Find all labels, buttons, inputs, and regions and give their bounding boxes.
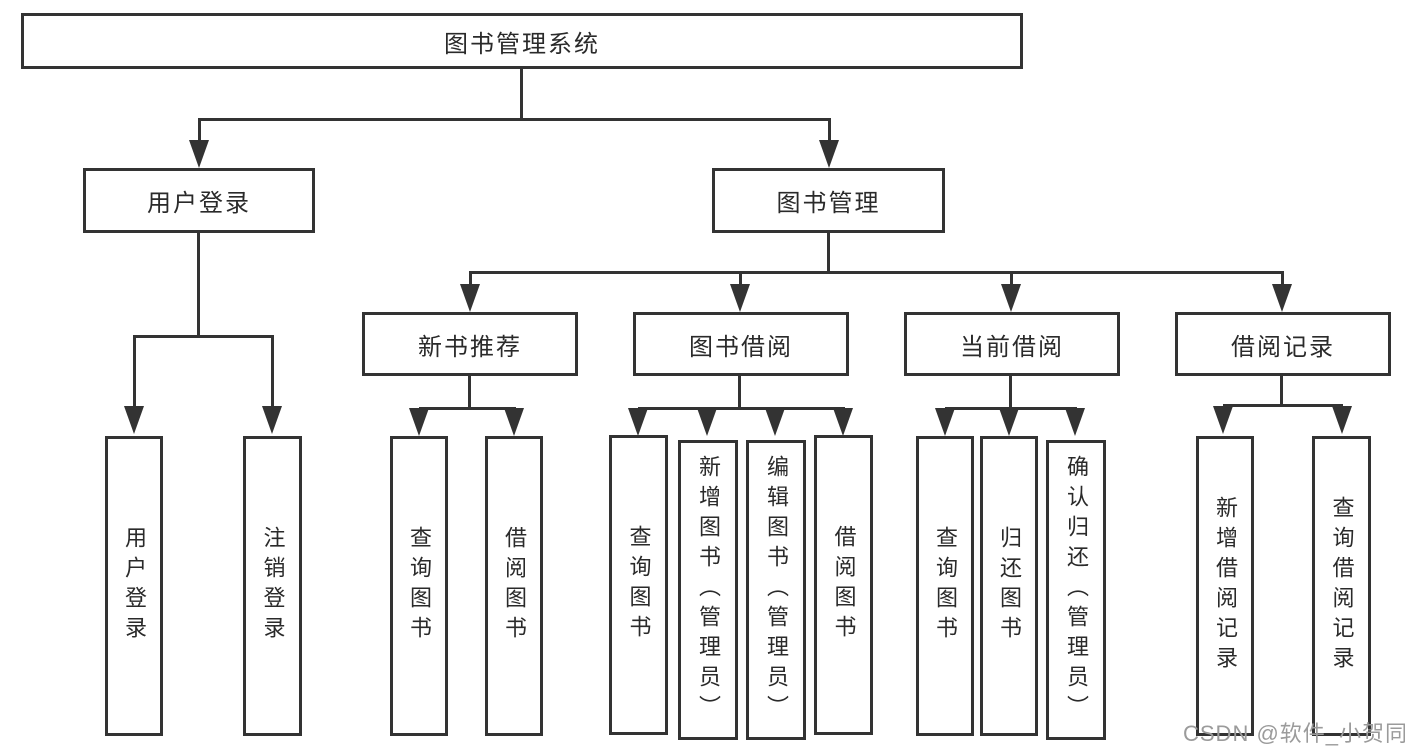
arrowhead-down-icon xyxy=(819,140,839,168)
arrowhead-down-icon xyxy=(262,406,282,434)
connector-current-borrow-stem xyxy=(1009,373,1012,409)
csdn-watermark: CSDN @软件_小贺同学 xyxy=(1183,721,1405,746)
leaf-label: 用户登录 xyxy=(122,526,147,646)
arrowhead-down-icon xyxy=(935,408,955,436)
connector-new-book-stem xyxy=(468,373,471,409)
leaf-label: 编辑图书（管理员） xyxy=(764,455,789,725)
connector-level3-drop xyxy=(739,271,742,287)
leaf-return-books: 归还图书 xyxy=(980,436,1038,736)
arrowhead-down-icon xyxy=(1001,284,1021,312)
leaf-borrow-books: 借阅图书 xyxy=(814,435,873,735)
connector-level3-drop xyxy=(1281,271,1284,287)
connector-book-borrow-stem xyxy=(738,373,741,409)
arrowhead-down-icon xyxy=(1332,406,1352,434)
leaf-label: 归还图书 xyxy=(997,526,1022,646)
connector-level2-bar xyxy=(199,118,830,121)
connector-new-book-bar xyxy=(419,407,516,410)
connector-leaf-drop xyxy=(271,335,274,409)
connector-borrow-records-stem xyxy=(1280,373,1283,407)
arrowhead-down-icon xyxy=(460,284,480,312)
connector-user-login-bar xyxy=(134,335,273,338)
connector-book-management-drop xyxy=(828,118,831,144)
arrowhead-down-icon xyxy=(628,408,648,436)
leaf-label: 查询图书 xyxy=(626,525,652,645)
connector-leaf-drop xyxy=(133,335,136,409)
node-book-borrow: 图书借阅 xyxy=(633,312,849,376)
leaf-label: 注销登录 xyxy=(260,526,286,646)
connector-root-stem xyxy=(520,66,523,120)
node-new-book-recommend: 新书推荐 xyxy=(362,312,578,376)
arrowhead-down-icon xyxy=(730,284,750,312)
leaf-label: 查询借阅记录 xyxy=(1329,496,1355,676)
leaf-borrow-books: 借阅图书 xyxy=(485,436,543,736)
leaf-logout: 注销登录 xyxy=(243,436,302,736)
connector-level3-drop xyxy=(469,271,472,287)
connector-book-management-stem xyxy=(827,230,830,274)
arrowhead-down-icon xyxy=(409,408,429,436)
arrowhead-down-icon xyxy=(504,408,524,436)
arrowhead-down-icon xyxy=(1213,406,1233,434)
arrowhead-down-icon xyxy=(1065,408,1085,436)
leaf-label: 借阅图书 xyxy=(831,525,857,645)
leaf-query-books: 查询图书 xyxy=(390,436,448,736)
leaf-query-books: 查询图书 xyxy=(916,436,974,736)
node-book-management: 图书管理 xyxy=(712,168,945,233)
node-borrow-records: 借阅记录 xyxy=(1175,312,1391,376)
connector-book-borrow-bar xyxy=(638,407,845,410)
leaf-query-books: 查询图书 xyxy=(609,435,668,735)
leaf-label: 新增借阅记录 xyxy=(1213,496,1238,676)
connector-user-login-stem xyxy=(197,230,200,336)
arrowhead-down-icon xyxy=(189,140,209,168)
leaf-add-books-admin: 新增图书（管理员） xyxy=(678,440,738,740)
leaf-label: 查询图书 xyxy=(407,526,432,646)
leaf-add-borrow-record: 新增借阅记录 xyxy=(1196,436,1254,736)
leaf-label: 借阅图书 xyxy=(502,526,527,646)
node-root: 图书管理系统 xyxy=(21,13,1023,69)
leaf-query-borrow-record: 查询借阅记录 xyxy=(1312,436,1371,736)
node-user-login: 用户登录 xyxy=(83,168,315,233)
arrowhead-down-icon xyxy=(1272,284,1292,312)
connector-borrow-records-bar xyxy=(1223,404,1343,407)
node-current-borrow: 当前借阅 xyxy=(904,312,1120,376)
arrowhead-down-icon xyxy=(124,406,144,434)
leaf-edit-books-admin: 编辑图书（管理员） xyxy=(746,440,806,740)
arrowhead-down-icon xyxy=(697,408,717,436)
connector-level3-bar xyxy=(470,271,1283,274)
arrowhead-down-icon xyxy=(765,408,785,436)
arrowhead-down-icon xyxy=(999,408,1019,436)
connector-user-login-drop xyxy=(198,118,201,144)
leaf-label: 查询图书 xyxy=(933,526,958,646)
leaf-confirm-return-admin: 确认归还（管理员） xyxy=(1046,440,1106,740)
connector-level3-drop xyxy=(1010,271,1013,287)
leaf-label: 新增图书（管理员） xyxy=(696,455,721,725)
leaf-label: 确认归还（管理员） xyxy=(1064,455,1089,725)
leaf-user-login: 用户登录 xyxy=(105,436,163,736)
arrowhead-down-icon xyxy=(833,408,853,436)
